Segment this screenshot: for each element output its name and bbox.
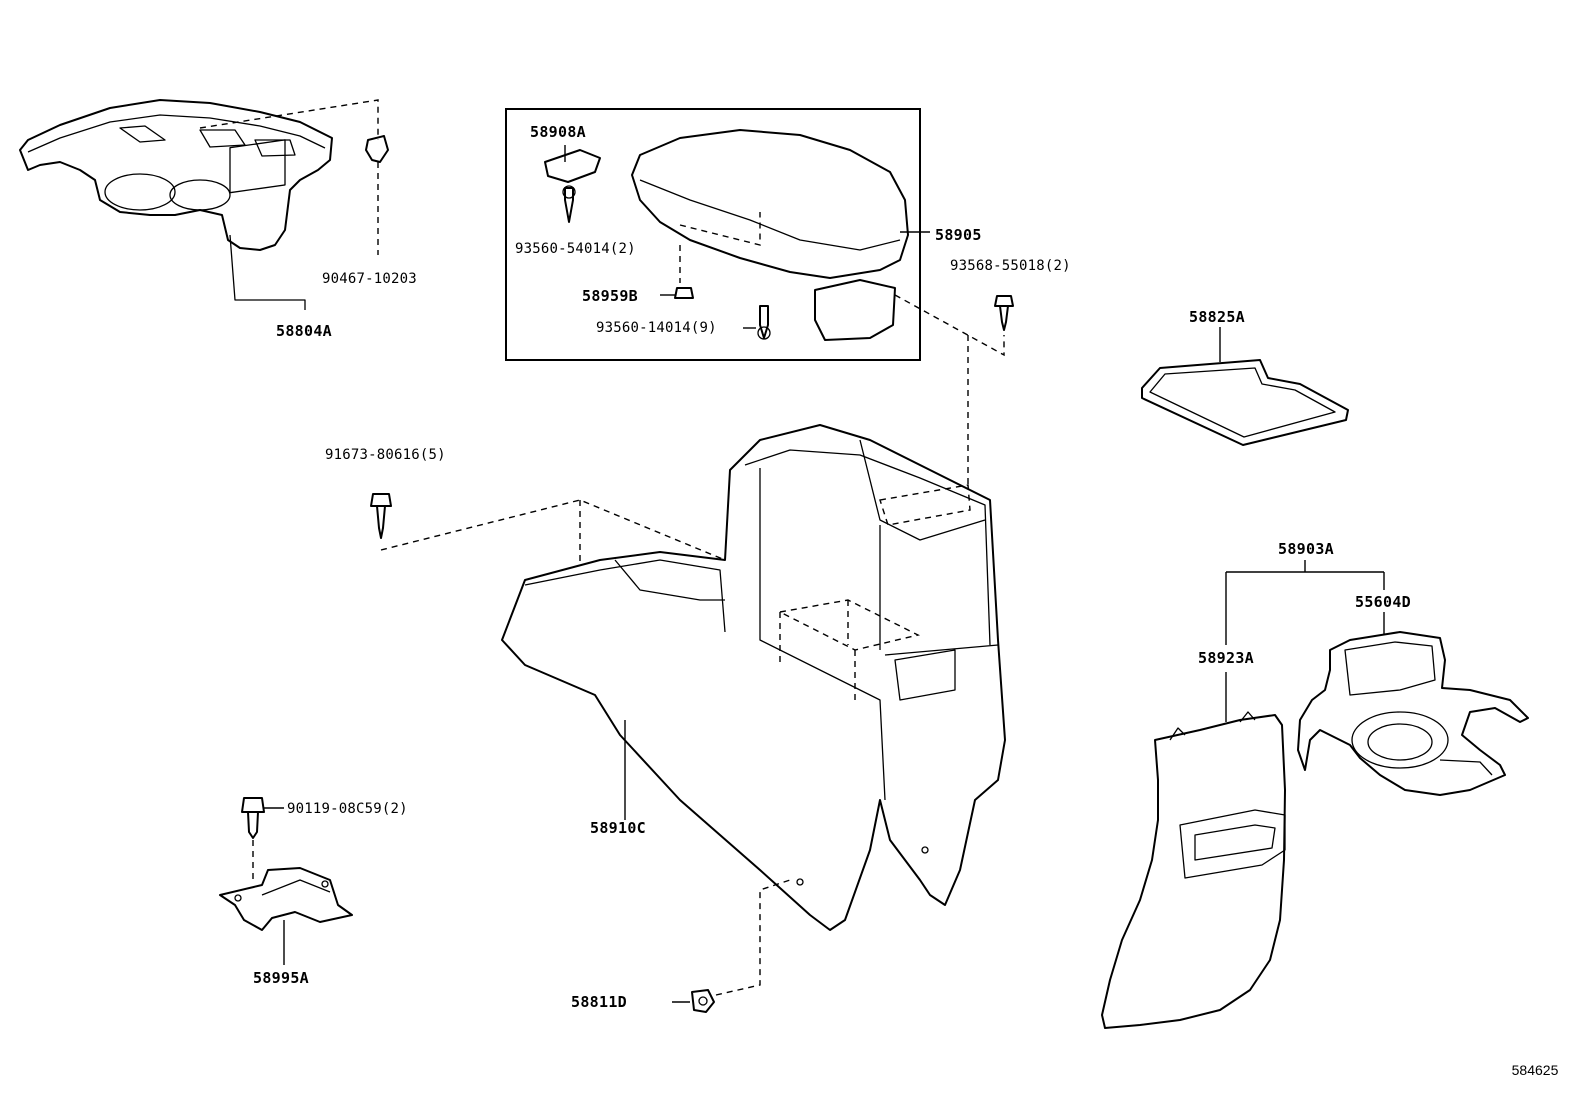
label-58908A: 58908A: [530, 123, 586, 141]
label-58995A: 58995A: [253, 969, 309, 987]
label-58923A: 58923A: [1198, 649, 1254, 667]
label-93560-14014: 93560-14014(9): [596, 320, 717, 336]
label-90467-10203: 90467-10203: [322, 271, 417, 287]
part-93560-14014-screw: [743, 305, 771, 340]
label-58903A: 58903A: [1278, 540, 1334, 558]
label-58825A: 58825A: [1189, 308, 1245, 326]
part-58825A-mat: [1141, 327, 1349, 446]
part-58804A-cup-holder-panel: [19, 99, 333, 310]
label-58959B: 58959B: [582, 287, 638, 305]
part-93568-55018-screw: [894, 294, 1014, 505]
part-58959B-screw: [660, 287, 694, 299]
armrest-group-box: [505, 108, 921, 361]
part-58923A-rear-panel: [1101, 672, 1286, 1029]
leader-58903A: [1225, 560, 1385, 645]
part-90467-10203-clip: [199, 99, 389, 255]
label-58905: 58905: [935, 226, 982, 244]
label-91673-80616: 91673-80616(5): [325, 447, 446, 463]
part-58905-armrest-lid: [631, 129, 909, 341]
part-58908A-bracket: [544, 145, 601, 223]
label-93560-54014: 93560-54014(2): [515, 241, 636, 257]
drawing-number: 584625: [1512, 1062, 1559, 1078]
label-55604D: 55604D: [1355, 593, 1411, 611]
part-90119-08C59-bolt: [241, 797, 284, 880]
label-58910C: 58910C: [590, 819, 646, 837]
part-58910C-console-body: [501, 424, 1006, 931]
label-90119-08C59: 90119-08C59(2): [287, 801, 408, 817]
label-58811D: 58811D: [571, 993, 627, 1011]
part-58811D-clip: [672, 879, 791, 1013]
label-93568-55018: 93568-55018(2): [950, 258, 1071, 274]
part-58995A-bracket: [219, 867, 353, 965]
part-55604D-cup-holder: [1297, 612, 1529, 796]
label-58804A: 58804A: [276, 322, 332, 340]
